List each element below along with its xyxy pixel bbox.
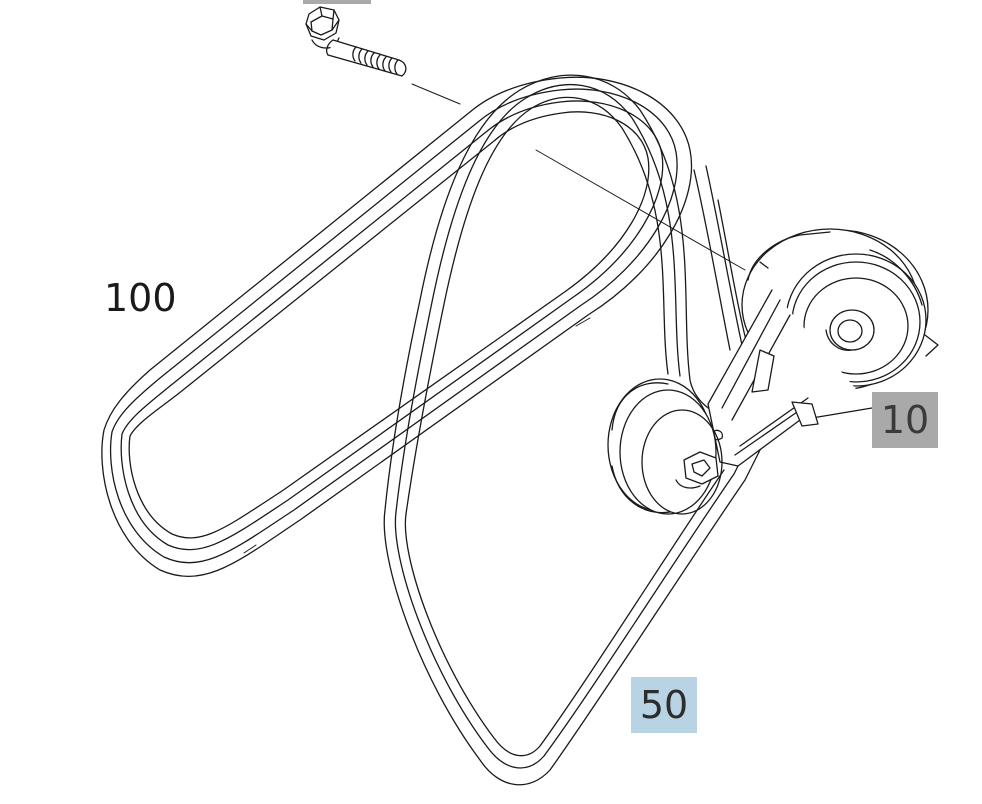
leader-line	[535, 149, 746, 271]
callout-highlight-top	[303, 0, 371, 4]
tensioner-10[interactable]	[607, 228, 939, 515]
belt-50[interactable]	[383, 74, 764, 786]
callout-50[interactable]: 50	[631, 677, 697, 733]
callout-10[interactable]: 10	[872, 392, 938, 448]
bolt[interactable]	[305, 6, 461, 105]
belt-100[interactable]	[101, 76, 693, 577]
callout-100[interactable]: 100	[104, 276, 177, 320]
